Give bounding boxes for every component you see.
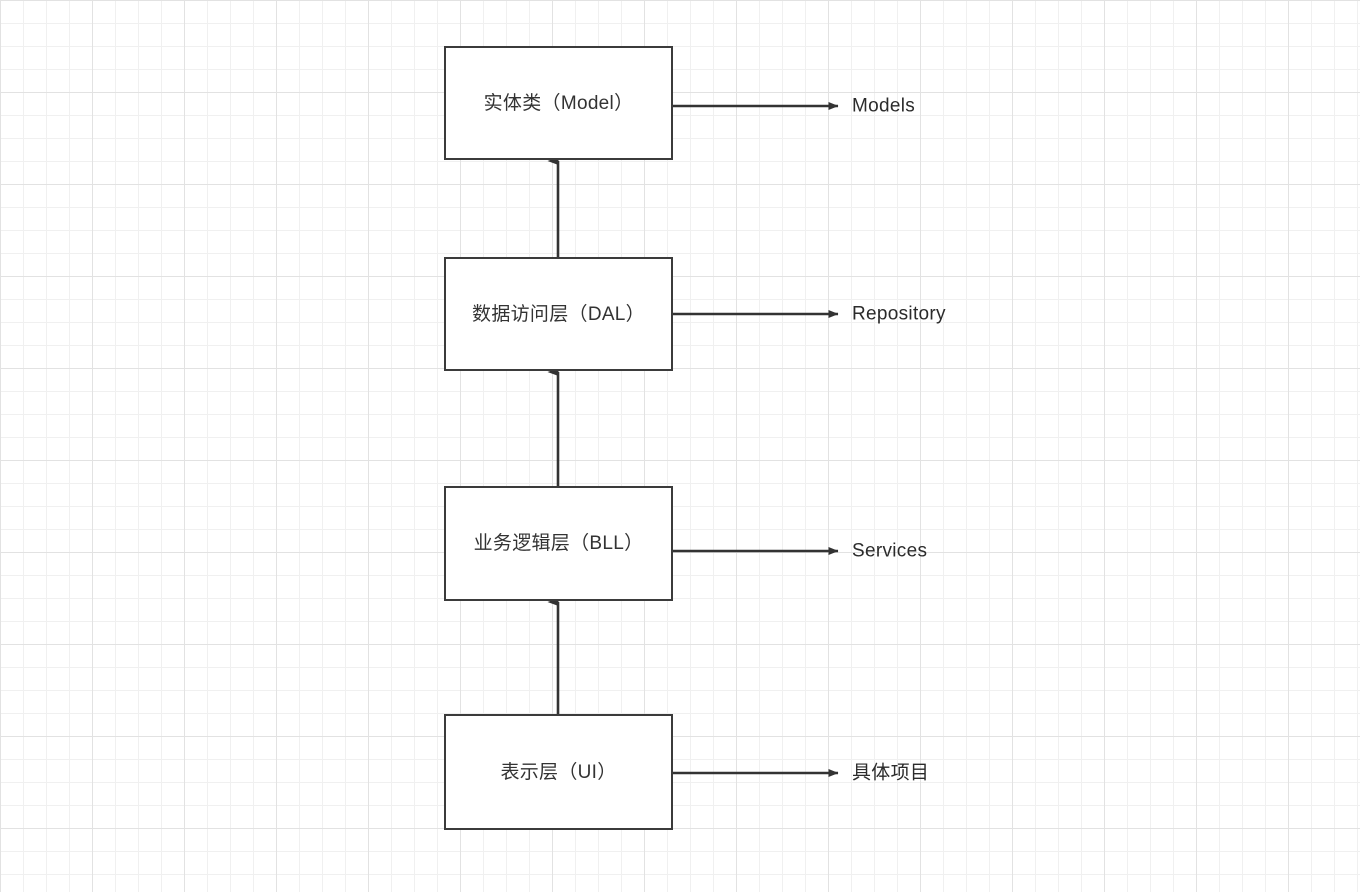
node-model[interactable]: 实体类（Model） — [444, 46, 673, 160]
side-label-models: Models — [852, 95, 916, 117]
node-model-label: 实体类（Model） — [483, 92, 634, 114]
node-dal-label: 数据访问层（DAL） — [472, 303, 645, 325]
side-label-repository: Repository — [852, 303, 946, 325]
node-ui-label: 表示层（UI） — [500, 761, 617, 783]
side-label-project: 具体项目 — [852, 762, 930, 784]
side-label-services: Services — [852, 540, 928, 562]
node-dal[interactable]: 数据访问层（DAL） — [444, 257, 673, 371]
node-ui[interactable]: 表示层（UI） — [444, 714, 673, 830]
node-bll-label: 业务逻辑层（BLL） — [473, 533, 644, 554]
node-bll[interactable]: 业务逻辑层（BLL） — [444, 486, 673, 601]
